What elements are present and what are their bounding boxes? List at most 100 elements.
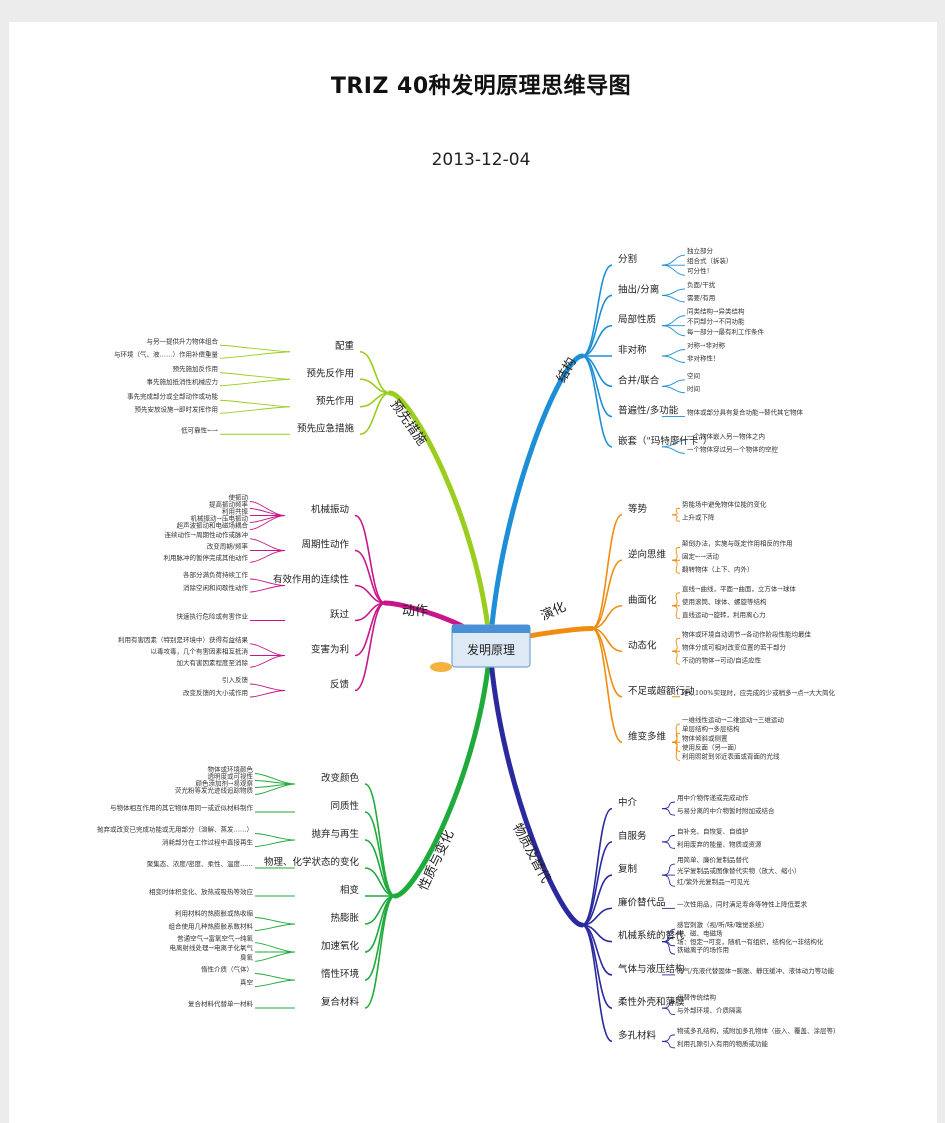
leaf-line — [671, 507, 681, 516]
sub-branch-line — [359, 392, 391, 436]
leaf-line — [254, 973, 296, 981]
leaf-label: 物或多孔结构，或附加多孔物体（嵌入、覆盖、涂层等） — [677, 1026, 840, 1035]
sub-branch-line — [364, 811, 396, 897]
sub-node-label: 廉价替代品 — [618, 896, 666, 908]
leaf-label: 场：恒定→可变，随机→有组织，结构化→非结构化 — [677, 937, 824, 946]
leaf-label: 代替传统结构 — [677, 993, 717, 1002]
leaf-label: 每一部分→最有利工作条件 — [687, 327, 764, 336]
branch-label: 演化 — [538, 599, 568, 624]
leaf-line — [219, 399, 291, 408]
leaf-label: 直线运动→旋转，利用离心力 — [682, 610, 765, 619]
leaf-label: 感官刺激（视/听/味/嗅觉系统） — [677, 920, 768, 929]
leaf-label: 直线→曲线，平面→曲面，立方体→球体 — [682, 584, 796, 593]
leaf-line — [661, 294, 686, 303]
leaf-label: 组合式（拆装） — [687, 256, 733, 265]
leaf-line — [661, 446, 686, 454]
sub-branch-line — [354, 584, 386, 604]
leaf-label: 独立部分 — [687, 246, 714, 255]
sub-branch-line — [354, 514, 386, 604]
leaf-line — [661, 1034, 676, 1042]
leaf-line — [661, 863, 676, 876]
leaf-line — [219, 378, 291, 387]
sub-node-label: 机械振动 — [311, 504, 349, 516]
sub-branch-line — [581, 355, 613, 448]
sub-node-label: 等势 — [628, 503, 648, 515]
sub-branch-line — [581, 294, 613, 357]
sub-branch-line — [591, 559, 623, 630]
leaf-label: 一次性用品，同时满足寿命等特性上降低要求 — [677, 899, 808, 908]
sub-node-label: 惰性环境 — [321, 968, 360, 980]
leaf-label: 使用反面（另一面） — [682, 742, 741, 751]
sub-node-label: 自服务 — [618, 830, 647, 842]
leaf-line — [249, 683, 286, 691]
leaf-label: 事先完成部分或全部动作或功能 — [127, 391, 219, 400]
leaf-label: 势能场中避免物体位能的变化 — [682, 499, 767, 508]
leaf-line — [661, 288, 686, 296]
leaf-label: 透明度或可视性 — [208, 772, 254, 781]
sub-branch-line — [364, 867, 396, 897]
sub-node-label: 多孔材料 — [618, 1029, 657, 1041]
leaf-line — [661, 841, 676, 849]
leaf-label: 利用照射到邻近表面或背面的光线 — [682, 751, 780, 760]
leaf-line — [661, 254, 686, 266]
sub-branch-line — [591, 604, 623, 630]
leaf-label: 对称→非对称 — [687, 341, 725, 350]
leaf-label: 一个物体穿过另一个物体的空腔 — [687, 444, 779, 453]
sub-node-label: 相变 — [340, 884, 360, 896]
sub-node-label: 分割 — [618, 253, 637, 265]
leaf-label: 利用共振 — [222, 507, 249, 516]
leaf-label: 用简单、廉价复制品替代 — [677, 855, 749, 864]
leaf-label: 颜色添加剂→易观察 — [196, 779, 254, 788]
sub-node-label: 合并/联合 — [618, 374, 660, 386]
leaf-line — [254, 783, 296, 795]
sub-branch-line — [354, 602, 386, 692]
sub-node-label: 逆向思维 — [628, 548, 667, 560]
leaf-label: 物体或部分具有复合功能→替代其它物体 — [687, 408, 803, 417]
sub-branch-line — [581, 264, 613, 357]
sub-node-label: 跃过 — [330, 609, 350, 621]
sub-branch-line — [581, 924, 613, 1043]
pencil-icon — [430, 662, 452, 672]
leaf-label: 普通空气→富氧空气→纯氧 — [177, 934, 253, 943]
leaf-line — [249, 501, 286, 516]
leaf-label: 利用孔隙引入有用的物质或功能 — [677, 1039, 769, 1048]
leaf-line — [219, 344, 291, 353]
leaf-line — [249, 550, 286, 563]
leaf-label: 颠倒办法，实施与既定作用相反的作用 — [682, 538, 793, 547]
sub-node-label: 机械系统的替代 — [618, 930, 685, 942]
leaf-line — [249, 515, 286, 530]
sub-node-label: 同质性 — [330, 800, 359, 812]
leaf-label: 用中介物传递或完成动作 — [677, 793, 749, 802]
sub-node-label: 抛弃与再生 — [311, 828, 359, 840]
leaf-line — [671, 605, 681, 620]
sub-node-label: 热膨胀 — [330, 912, 359, 924]
leaf-label: 利用材料的热膨胀或热收缩 — [175, 909, 254, 918]
sub-node-label: 反馈 — [330, 679, 350, 691]
leaf-line — [661, 325, 686, 337]
sub-node-label: 气体与液压结构 — [618, 963, 685, 975]
leaf-line — [249, 585, 286, 593]
sub-node-label: 变害为利 — [311, 644, 349, 656]
leaf-line — [254, 942, 296, 953]
sub-branch-line — [364, 895, 396, 953]
sub-node-label: 物理、化学状态的变化 — [264, 856, 360, 868]
leaf-label: 聚集态、浓度/密度、柔性、温度…… — [147, 859, 253, 868]
document-title: TRIZ 40种发明原理思维导图 — [330, 74, 632, 99]
sub-branch-line — [364, 783, 396, 897]
leaf-line — [661, 801, 676, 810]
leaf-label: 充气/充液代替固体→膨胀、静压缓冲、液体动力等功能 — [677, 966, 835, 975]
leaf-label: 物体分成可相对改变位置的若干部分 — [682, 642, 787, 651]
leaf-line — [671, 514, 681, 522]
leaf-line — [661, 264, 686, 276]
leaf-label: 连续动作→周期性动作或脉冲 — [165, 530, 249, 539]
sub-node-label: 抽出/分离 — [618, 283, 659, 295]
sub-node-label: 预先反作用 — [306, 367, 354, 379]
leaf-line — [671, 592, 681, 607]
leaf-label: 改变反馈的大小或作用 — [183, 688, 248, 697]
leaf-label: 铁磁离子的场作用 — [677, 945, 729, 954]
sub-node-label: 复合材料 — [321, 996, 360, 1008]
leaf-line — [661, 355, 686, 363]
leaf-label: 以毒攻毒，几个有害因素相互抵消 — [151, 647, 249, 656]
center-node: 发明原理 — [430, 624, 531, 672]
leaf-label: 超声波振动和电磁场耦合 — [177, 521, 249, 530]
